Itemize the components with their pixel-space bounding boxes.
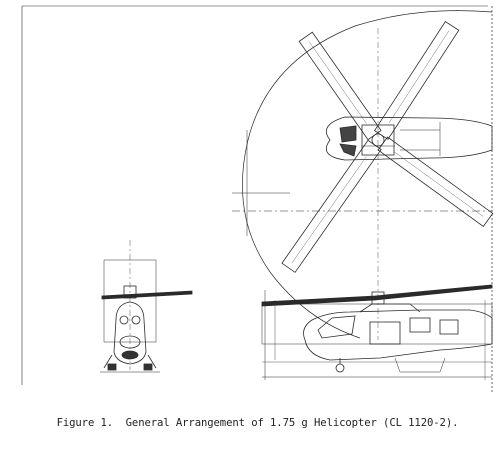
top-view	[232, 10, 494, 340]
hub-box	[361, 124, 395, 156]
figure-caption-text: General Arrangement of 1.75 g Helicopter…	[125, 417, 459, 429]
cockpit-window-side	[317, 315, 356, 339]
cockpit-window-left	[339, 125, 357, 143]
front-window-right	[131, 315, 141, 325]
ground-clearance-bracket	[394, 357, 446, 373]
fuselage-top-view	[326, 116, 493, 161]
rotor-head-front	[123, 285, 137, 299]
front-wheel-side	[335, 363, 345, 373]
side-view	[261, 284, 493, 380]
fuselage-side-view	[303, 309, 493, 361]
figure-caption: Figure 1. General Arrangement of 1.75 g …	[44, 405, 459, 429]
main-rotor-blades	[281, 21, 494, 273]
engine-fairing-side	[359, 303, 421, 313]
figure-number: Figure 1.	[56, 417, 114, 429]
nose-front	[119, 335, 141, 349]
front-window-left	[119, 315, 129, 325]
cockpit-window-right	[339, 143, 357, 157]
fuselage-front-view	[113, 301, 147, 365]
side-door	[369, 321, 401, 345]
side-window	[409, 317, 431, 333]
front-view	[100, 240, 193, 373]
main-rotor-front	[101, 290, 193, 300]
main-rotor-side	[261, 284, 493, 307]
rotor-disc-arc	[242, 10, 493, 339]
